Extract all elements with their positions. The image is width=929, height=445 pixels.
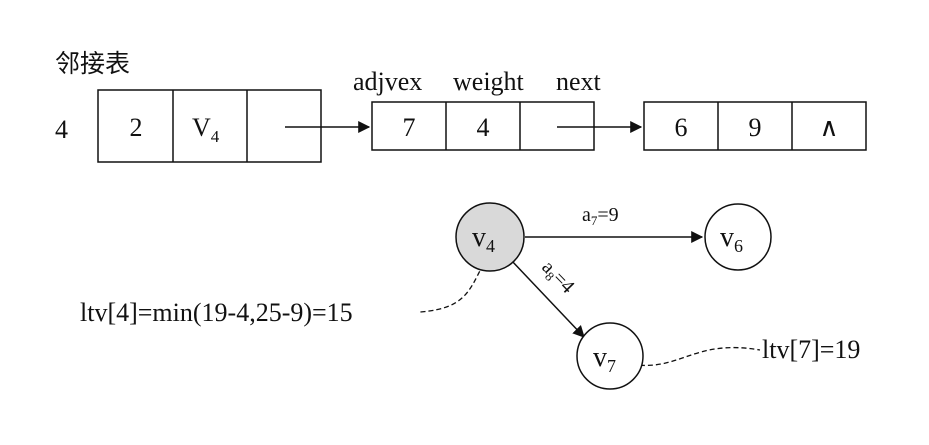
title: 邻接表 [55, 49, 130, 78]
annotation-ltv7: ltv[7]=19 [762, 335, 860, 364]
node-circle [704, 203, 772, 271]
edge-node: 6 9 ∧ [643, 101, 867, 151]
graph-node-v4: v4 [455, 202, 525, 272]
field-label-weight: weight [453, 67, 525, 96]
field-labels: adjvex weight next [353, 67, 602, 96]
edge-node: 7 4 [371, 101, 595, 151]
graph-node-v7: v7 [576, 322, 644, 390]
head-node-in-cell: 2 [130, 113, 143, 142]
field-label-adjvex: adjvex [353, 67, 422, 96]
head-node-box [97, 89, 322, 163]
annotation-ltv4: ltv[4]=min(19-4,25-9)=15 [80, 298, 353, 327]
head-node: 2 V4 [97, 89, 322, 163]
graph-node-v6: v6 [704, 203, 772, 271]
weight-cell: 4 [477, 113, 490, 142]
annotation-leader-ltv7 [623, 346, 761, 367]
adjvex-cell: 6 [675, 113, 688, 142]
node-label: v7 [593, 342, 616, 376]
edge-node-box [643, 101, 867, 151]
head-node-vertex-cell: V4 [192, 113, 220, 146]
vertex-index: 4 [55, 115, 68, 144]
node-circle [455, 202, 525, 272]
graph-edge-v4-v7 [510, 259, 585, 338]
edge-node-box [371, 101, 595, 151]
weight-cell: 9 [749, 113, 762, 142]
field-label-next: next [556, 67, 602, 96]
edge-label-a7: a7=9 [582, 204, 619, 228]
node-circle [576, 322, 644, 390]
node-label: v4 [472, 222, 495, 256]
adjvex-cell: 7 [403, 113, 416, 142]
node-label: v6 [720, 222, 743, 256]
null-pointer-cell: ∧ [819, 113, 838, 142]
